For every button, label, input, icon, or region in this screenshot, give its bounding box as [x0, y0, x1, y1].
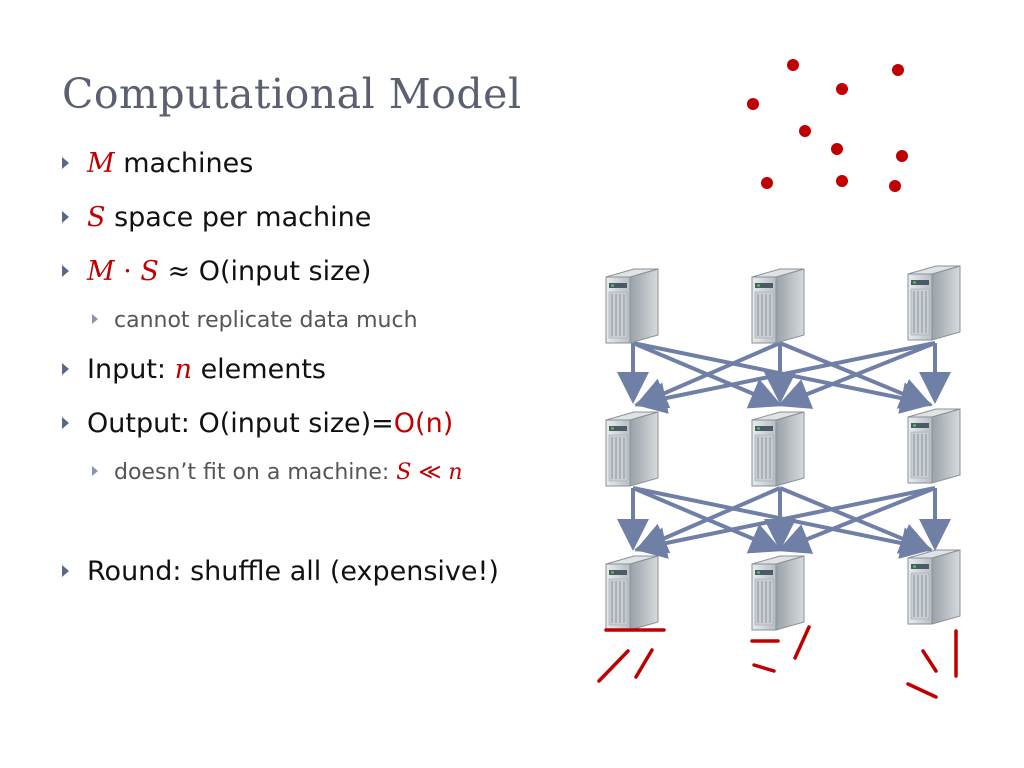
bullet-total-space: M · S ≈ O(input size): [62, 256, 371, 287]
server-icon: [605, 411, 659, 487]
server-icon: [907, 265, 961, 341]
bullet-output: Output: O(input size)=O(n): [62, 408, 453, 439]
bullet-input: Input: n elements: [62, 354, 326, 385]
servers: [605, 265, 961, 631]
subbullet-fit: doesn’t fit on a machine: S ≪ n: [92, 460, 463, 485]
red-strokes: [597, 625, 958, 699]
server-icon: [907, 408, 961, 484]
shuffle-arrows: [617, 341, 951, 559]
bullet-round: Round: shuffle all (expensive!): [62, 556, 499, 587]
server-icon: [751, 555, 805, 631]
red-dots: [747, 59, 908, 192]
bullet-machines: M machines: [62, 148, 253, 179]
bullet-arrow-icon: [92, 314, 98, 324]
bullet-arrow-icon: [62, 264, 69, 277]
bullet-arrow-icon: [62, 416, 69, 429]
server-icon: [751, 411, 805, 487]
server-icon: [751, 268, 805, 344]
bullet-arrow-icon: [92, 466, 98, 476]
subbullet-replicate: cannot replicate data much: [92, 308, 418, 333]
server-icon: [605, 555, 659, 631]
bullet-arrow-icon: [62, 362, 69, 375]
bullet-arrow-icon: [62, 564, 69, 577]
bullet-arrow-icon: [62, 210, 69, 223]
server-icon: [907, 549, 961, 625]
server-icon: [605, 268, 659, 344]
slide-title: Computational Model: [62, 70, 522, 118]
bullet-space: S space per machine: [62, 202, 371, 233]
bullet-arrow-icon: [62, 156, 69, 169]
